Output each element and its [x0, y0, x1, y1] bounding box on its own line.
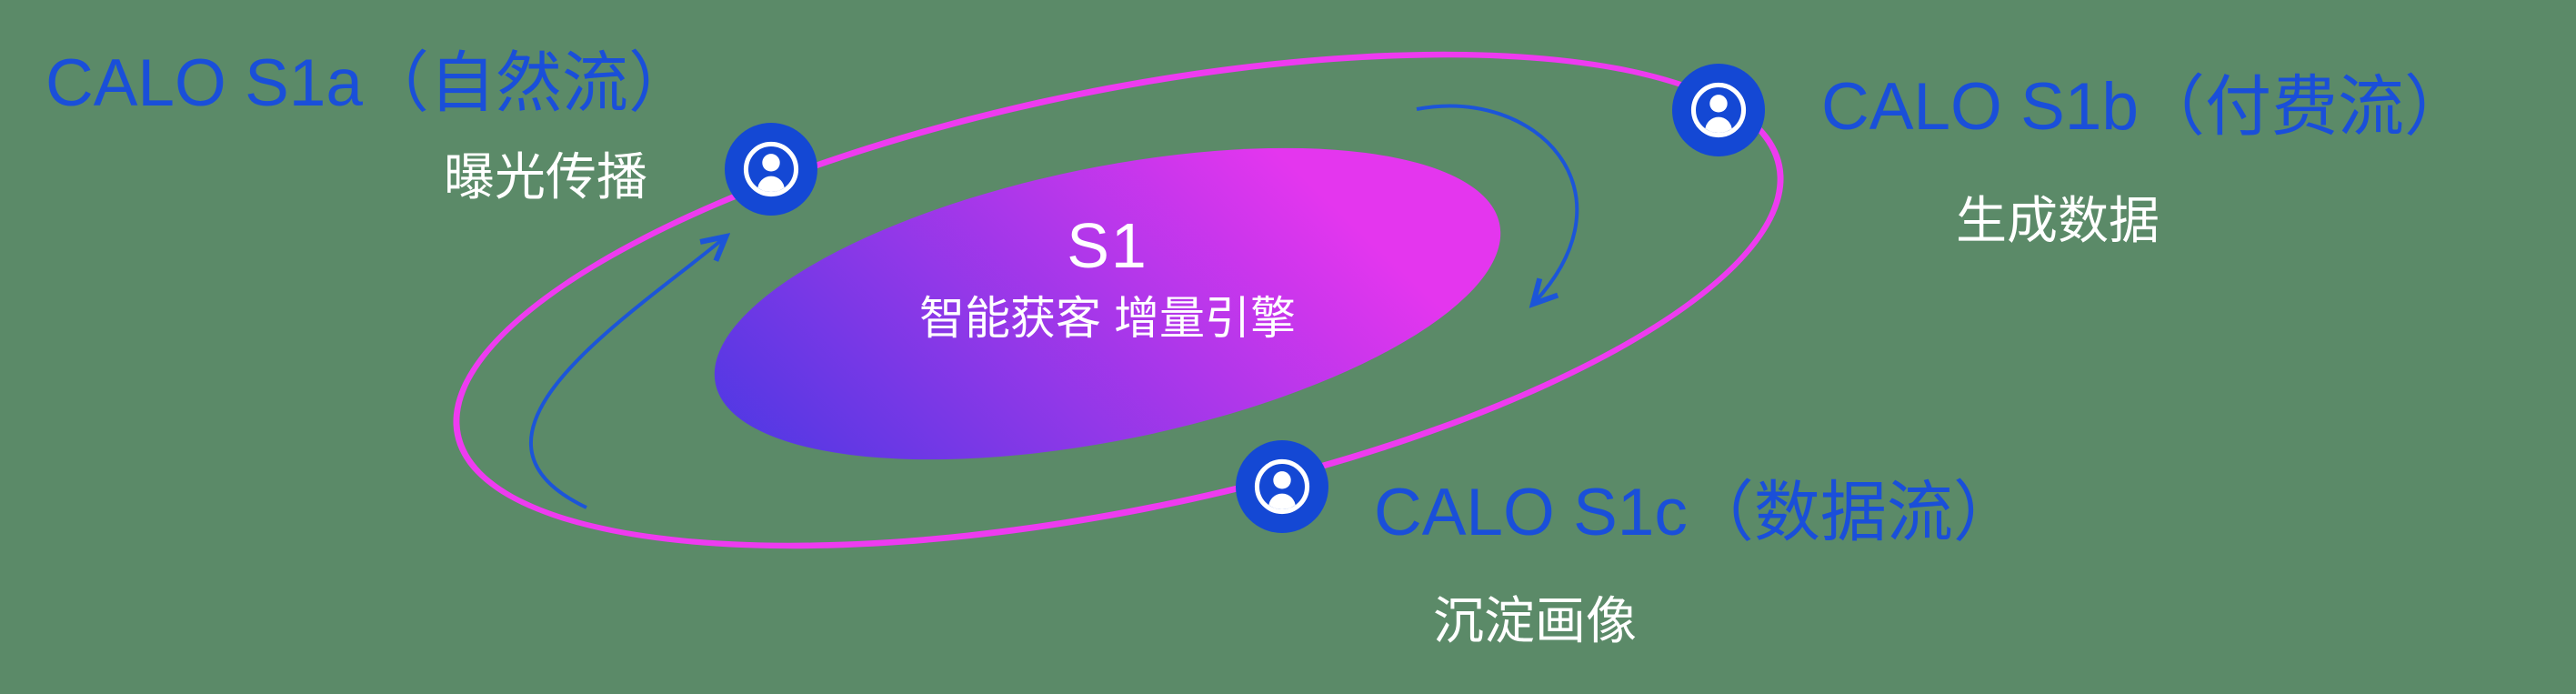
sublabel-s1c: 沉淀画像 — [1433, 592, 1637, 649]
sublabel-s1b: 生成数据 — [1956, 192, 2160, 249]
label-s1a: CALO S1a（自然流） — [45, 46, 695, 120]
node-s1c — [1236, 440, 1328, 533]
node-s1b — [1672, 64, 1765, 156]
core-title: S1 — [1067, 210, 1148, 281]
person-in-circle-icon — [1236, 440, 1328, 533]
sublabel-s1a: 曝光传播 — [444, 148, 647, 206]
core-text: S1 智能获客 增量引擎 — [919, 211, 1296, 344]
person-in-circle-icon — [725, 123, 817, 216]
node-s1a — [725, 123, 817, 216]
label-s1c: CALO S1c（数据流） — [1374, 476, 2020, 549]
person-in-circle-icon — [1672, 64, 1765, 156]
label-s1b: CALO S1b（付费流） — [1821, 70, 2471, 144]
core-subtitle: 智能获客 增量引擎 — [919, 293, 1296, 344]
